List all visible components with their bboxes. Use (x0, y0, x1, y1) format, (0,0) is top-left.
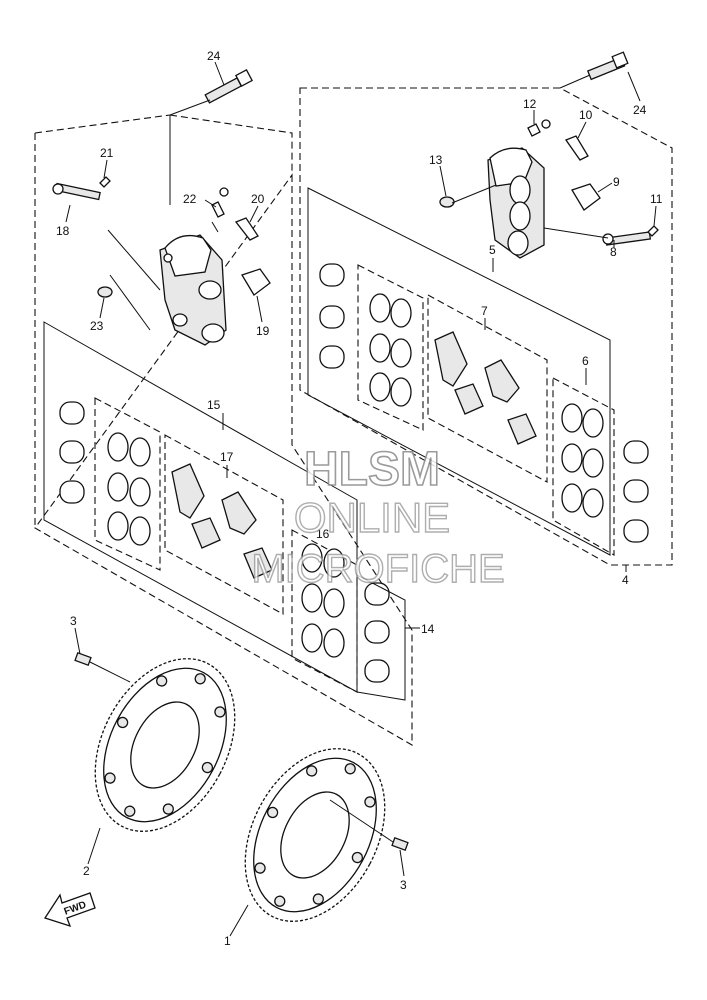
callout-24-right: 24 (633, 103, 647, 117)
seals-right-outer (561, 403, 604, 518)
disc-bolt-right (391, 837, 409, 851)
callout-3-right: 3 (400, 878, 407, 892)
callout-labels: 1 2 3 3 4 5 6 7 8 9 10 11 12 13 14 15 16… (56, 49, 663, 948)
callout-13: 13 (429, 153, 443, 167)
callout-2: 2 (83, 864, 90, 878)
callout-24-left: 24 (207, 49, 221, 63)
brake-pads-left (171, 463, 273, 579)
caliper-body-left (159, 234, 227, 346)
pistons-right-outer (623, 440, 649, 543)
callout-16: 16 (316, 527, 330, 541)
bleed-screw-right (527, 119, 551, 137)
callout-17: 17 (220, 450, 234, 464)
callout-14: 14 (421, 622, 435, 636)
callout-8: 8 (610, 245, 617, 259)
pad-spring-right (564, 135, 589, 161)
watermark: HLSM ONLINE MICROFICHE (251, 442, 506, 592)
callout-20: 20 (251, 192, 265, 206)
callout-6: 6 (582, 354, 589, 368)
pad-support-left (241, 268, 271, 296)
bleed-screw-left (211, 187, 229, 218)
seal-kit-right (307, 187, 649, 572)
caliper-bolt-left (204, 69, 253, 104)
watermark-line-2: ONLINE (294, 494, 450, 541)
callout-1: 1 (224, 934, 231, 948)
left-caliper-assembly (34, 61, 420, 746)
right-caliper-assembly (299, 51, 673, 572)
brake-disc-left (94, 658, 236, 832)
seal-kit-left (43, 321, 420, 701)
callout-3-left: 3 (70, 614, 77, 628)
pistons-left-outer (364, 582, 390, 683)
callout-19: 19 (256, 324, 270, 338)
pin-clip-left (99, 176, 111, 188)
callout-5: 5 (489, 243, 496, 257)
caliper-plug-right (439, 196, 455, 208)
callout-11: 11 (650, 192, 663, 206)
pad-pin-right (602, 231, 652, 246)
pin-clip-right (647, 225, 659, 237)
pistons-right (319, 263, 345, 369)
brake-pads-right (434, 331, 537, 445)
watermark-line-1: HLSM (304, 443, 440, 496)
callout-15: 15 (207, 398, 221, 412)
forward-direction-arrow-icon: FWD (43, 892, 96, 928)
disc-bolt-left (74, 652, 92, 666)
callout-12: 12 (523, 97, 537, 111)
callout-23: 23 (90, 319, 104, 333)
caliper-plug-left (97, 286, 113, 298)
callout-22: 22 (183, 192, 197, 206)
watermark-line-3: MICROFICHE (251, 547, 504, 591)
callout-18: 18 (56, 224, 70, 238)
callout-7: 7 (481, 304, 488, 318)
seals-right (369, 293, 412, 407)
pad-pin-left (52, 182, 101, 201)
seals-left-outer (301, 543, 345, 658)
callout-21: 21 (100, 146, 114, 160)
callout-9: 9 (613, 175, 620, 189)
caliper-body-right (487, 147, 545, 259)
callout-4: 4 (622, 573, 629, 587)
pistons-left (59, 401, 85, 504)
caliper-bolt-right (586, 51, 629, 81)
pad-spring-left (234, 217, 259, 241)
callout-10: 10 (579, 108, 593, 122)
pad-support-right (571, 183, 601, 211)
brake-disc-right (244, 748, 386, 922)
seals-left (107, 432, 151, 546)
